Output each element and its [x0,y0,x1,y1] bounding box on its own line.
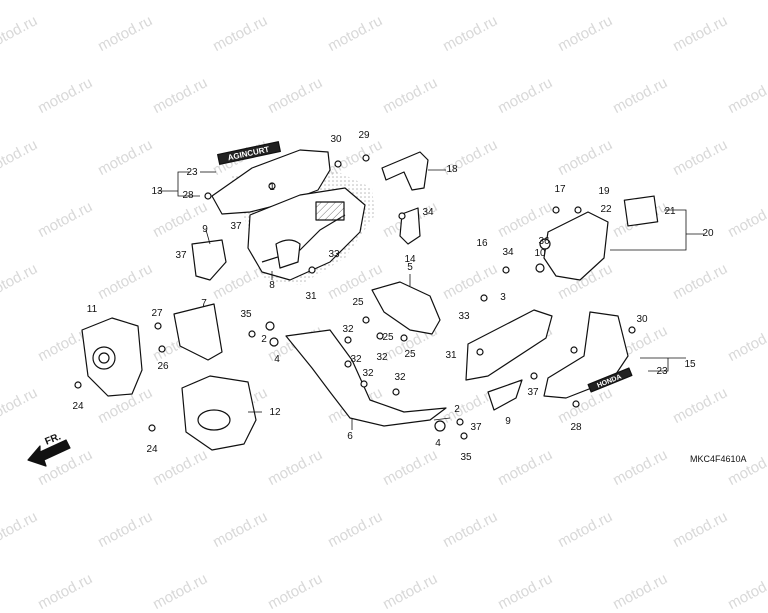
callout-23a: 23 [186,167,198,178]
callout-33b: 33 [458,311,470,322]
callout-7: 7 [201,298,207,309]
callout-25b: 25 [382,332,394,343]
watermark-text: motod.ru [495,570,556,613]
watermark-text: motod.ru [150,570,211,613]
callout-26: 26 [157,361,169,372]
callout-14: 14 [404,254,416,265]
callout-21: 21 [664,206,676,217]
callout-37b: 37 [230,221,242,232]
callout-9b: 9 [505,416,511,427]
callout-34a: 34 [422,207,434,218]
grille-pattern [315,201,345,221]
watermark-text: motod.ru [380,570,441,613]
parts-diagram: motod.ru motod.ru motod.ru motod.ru motod.ru… [0,12,768,613]
callout-37c: 37 [527,387,539,398]
callout-10: 10 [534,248,546,259]
part-plate-21 [623,195,659,227]
callout-34b: 34 [502,247,514,258]
callout-13: 13 [151,186,163,197]
callout-31a: 31 [305,291,317,302]
callout-32d: 32 [362,368,374,379]
callout-2a: 2 [261,334,267,345]
part-center-bracket-5 [371,281,441,335]
callout-4b: 4 [435,438,441,449]
part-bracket-18 [381,151,429,191]
callout-6: 6 [347,431,353,442]
callout-8: 8 [269,280,275,291]
fastener-group [74,154,636,440]
callout-12: 12 [269,407,281,418]
decal-honda [587,367,633,393]
watermark-text: motod.ru [265,570,326,613]
part-front-under-cowl-6 [285,329,447,427]
callout-18: 18 [446,164,458,175]
callout-15: 15 [684,359,696,370]
callout-29: 29 [358,130,370,141]
callout-2b: 2 [454,404,460,415]
watermark-text: motod.ru [725,570,768,613]
callout-30b: 30 [636,314,648,325]
callout-32e: 32 [394,372,406,383]
callout-35a: 35 [240,309,252,320]
callout-33a: 33 [328,249,340,260]
callout-25a: 25 [352,297,364,308]
callout-37d: 37 [470,422,482,433]
callout-23b: 23 [656,366,668,377]
callout-5: 5 [407,262,413,273]
callout-1: 1 [269,182,275,193]
part-right-lower-cowl [543,311,629,399]
callout-28a: 28 [182,190,194,201]
decal-agincurt [217,141,281,165]
callout-37a: 37 [175,250,187,261]
callout-17: 17 [554,184,566,195]
part-right-upper-cover [543,211,609,281]
part-small-cover-9-left [191,239,227,281]
callout-35b: 35 [460,452,472,463]
front-arrow-icon [27,439,71,467]
callout-32b: 32 [350,354,362,365]
part-upper-left-cowl [211,149,331,215]
callout-24a: 24 [72,401,84,412]
callout-3: 3 [500,292,506,303]
callout-9a: 9 [202,224,208,235]
part-small-cover-9-right [487,379,523,411]
callout-30a: 30 [330,134,342,145]
callout-22: 22 [600,204,612,215]
callout-19: 19 [598,186,610,197]
callout-32a: 32 [342,324,354,335]
callout-4a: 4 [274,354,280,365]
part-panel-7 [173,303,223,361]
callout-11: 11 [86,304,98,315]
callout-25c: 25 [404,349,416,360]
watermark-text: motod.ru [35,570,96,613]
callout-36: 36 [538,236,550,247]
callout-16: 16 [476,238,488,249]
leader-lines [158,169,704,430]
diagram-code: MKC4F4610A [690,454,747,464]
watermark-text: motod.ru [610,570,671,613]
part-inner-panel-33 [465,309,553,381]
callout-28b: 28 [570,422,582,433]
callout-31b: 31 [445,350,457,361]
callout-32c: 32 [376,352,388,363]
callout-20: 20 [702,228,714,239]
callout-27: 27 [151,308,163,319]
callout-24b: 24 [146,444,158,455]
